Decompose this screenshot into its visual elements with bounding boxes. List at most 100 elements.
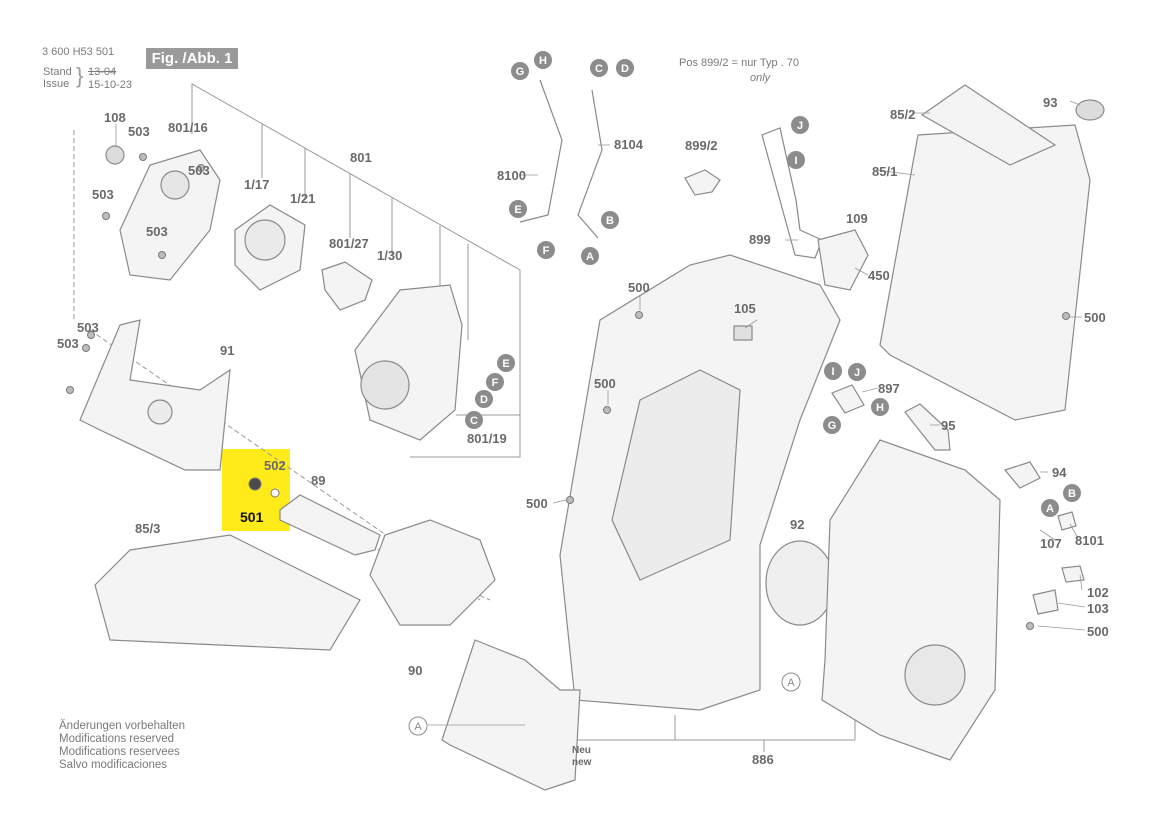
part-103 [1032,589,1059,615]
part-label-85-1: 85/1 [872,164,897,179]
connector-h2: H [871,398,889,416]
connector-letter: C [595,63,603,75]
label-501: 501 [240,509,264,525]
reference-a2: A [781,672,801,692]
modifications-line-de: Änderungen vorbehalten [59,720,185,732]
part-right-housing [821,439,1001,761]
part-label-90: 90 [408,663,422,678]
connector-letter: G [828,420,837,432]
part-label-85-2: 85/2 [890,107,915,122]
part-label-500-d: 500 [1084,310,1106,325]
part-85-1 [879,124,1091,421]
part-label-8104: 8104 [614,137,644,152]
part-label-1-30: 1/30 [377,248,402,263]
part-label-503-c: 503 [92,187,114,202]
part-95 [904,403,951,451]
connector-e2: E [497,354,515,372]
part-85-2 [920,84,1057,166]
position-note: Pos 899/2 = nur Typ . 70 [679,57,799,69]
part-label-1-17: 1/17 [244,177,269,192]
part-897 [831,384,865,414]
connector-d2: D [475,390,493,408]
connector-h1: H [534,51,552,69]
part-label-801-16: 801/16 [168,120,208,135]
connector-d1: D [616,59,634,77]
part-label-85-3: 85/3 [135,521,160,536]
part-label-108: 108 [104,110,126,125]
connector-g1: G [511,62,529,80]
screw-501 [248,477,262,491]
connector-letter: H [876,402,884,414]
part-8100 [519,79,563,223]
part-label-102: 102 [1087,585,1109,600]
part-label-500-a: 500 [628,280,650,295]
part-label-886: 886 [752,752,774,767]
part-label-503-b: 503 [188,163,210,178]
modifications-notice: Änderungen vorbehalten Modifications res… [59,720,185,772]
connector-c2: C [465,411,483,429]
connector-b1: B [601,211,619,229]
part-label-502: 502 [264,458,286,473]
part-105 [733,325,753,341]
part-label-897: 897 [878,381,900,396]
part-label-8100: 8100 [497,168,526,183]
connector-letter: J [797,120,803,132]
label-neu: Neu [572,745,591,756]
part-label-1-21: 1/21 [290,191,315,206]
part-label-500-e: 500 [1087,624,1109,639]
part-label-801-19: 801/19 [467,431,507,446]
connector-letter: E [514,204,521,216]
part-label-103: 103 [1087,601,1109,616]
part-label-503-e: 503 [77,320,99,335]
part-89 [279,494,381,556]
part-94 [1003,461,1041,489]
part-label-500-b: 500 [594,376,616,391]
screw-500-b [603,406,611,414]
document-number: 3 600 H53 501 [42,46,115,58]
part-label-500-c: 500 [526,496,548,511]
screw-503-b [197,164,205,172]
modifications-line-es: Salvo modificaciones [59,759,168,771]
part-label-899: 899 [749,232,771,247]
part-1-30 [354,284,463,441]
connector-c1: C [590,59,608,77]
connector-g2: G [823,416,841,434]
connector-letter: F [543,245,550,257]
screw-500-e [1026,622,1034,630]
figure-label: Fig. /Abb. 1 [146,48,238,69]
connector-letter: A [1046,503,1054,515]
modifications-line-fr: Modifications reservees [59,746,180,758]
part-109 [817,229,869,291]
connector-letter: D [621,63,629,75]
connector-letter: C [470,415,478,427]
part-label-105: 105 [734,301,756,316]
part-label-109: 109 [846,211,868,226]
reference-letter: A [787,677,795,689]
part-92 [765,540,835,626]
connector-letter: B [606,215,614,227]
part-label-801-27: 801/27 [329,236,369,251]
part-899-2 [684,169,721,196]
part-neu-chute [441,639,581,791]
reference-a1: A [408,716,428,736]
connector-i2: I [824,362,842,380]
modifications-line-en: Modifications reserved [59,733,175,745]
connector-letter: F [492,377,499,389]
part-8104 [577,89,603,239]
connector-letter: B [1068,488,1076,500]
part-label-95: 95 [941,418,955,433]
connector-e1: E [509,200,527,218]
part-label-503-a: 503 [128,124,150,139]
connector-letter: A [586,251,594,263]
screw-503-f [82,344,90,352]
part-label-92: 92 [790,517,804,532]
part-label-107: 107 [1040,536,1062,551]
screw-503-a [139,153,147,161]
part-label-89: 89 [311,473,325,488]
part-label-899-2: 899/2 [685,138,718,153]
connector-letter: E [502,358,509,370]
part-label-450: 450 [868,268,890,283]
label-new: new [572,757,592,768]
screw-503-d [158,251,166,259]
